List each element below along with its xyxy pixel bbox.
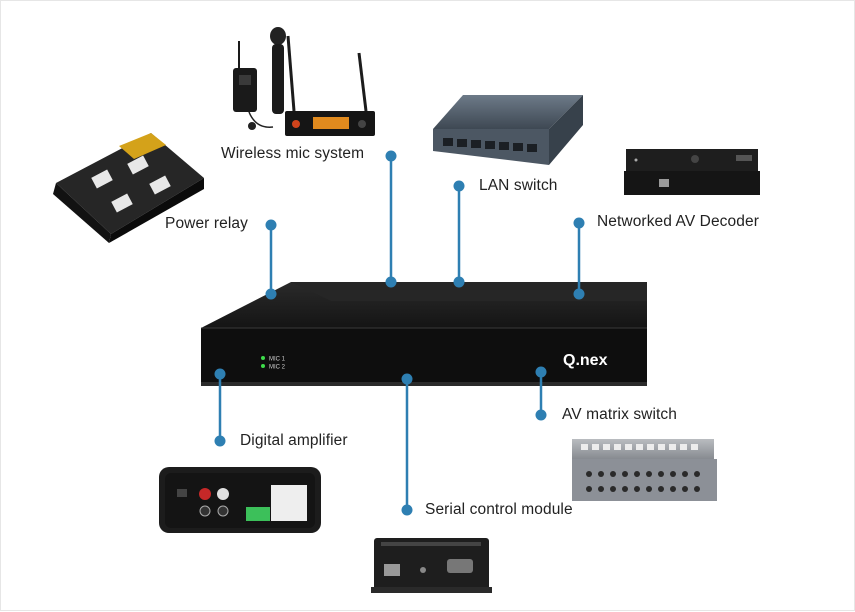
lan-switch-image [433, 95, 583, 165]
av-decoder-image [624, 149, 760, 195]
connector-dots [214, 150, 585, 516]
label-av-decoder: Networked AV Decoder [597, 213, 759, 230]
label-lan-switch: LAN switch [479, 177, 558, 194]
label-av-matrix: AV matrix switch [562, 406, 677, 423]
hub-device: MIC 1 MIC 2 Q.nex [201, 282, 647, 386]
led-mic1-icon [261, 356, 265, 360]
hub-brand-logo: Q.nex [563, 352, 608, 369]
label-wireless-mic: Wireless mic system [221, 145, 365, 162]
label-power-relay: Power relay [165, 215, 248, 232]
led-label-mic2: MIC 2 [269, 365, 286, 371]
digital-amplifier-image [159, 467, 321, 533]
serial-control-module-image [371, 538, 492, 593]
led-mic2-icon [261, 364, 265, 368]
connector-lines [218, 156, 581, 510]
label-digital-amp: Digital amplifier [240, 432, 348, 449]
av-matrix-switch-image [572, 439, 717, 501]
led-label-mic1: MIC 1 [269, 357, 286, 363]
label-serial-module: Serial control module [425, 501, 573, 518]
power-relay-image [53, 133, 204, 243]
wireless-mic-image [233, 27, 375, 136]
